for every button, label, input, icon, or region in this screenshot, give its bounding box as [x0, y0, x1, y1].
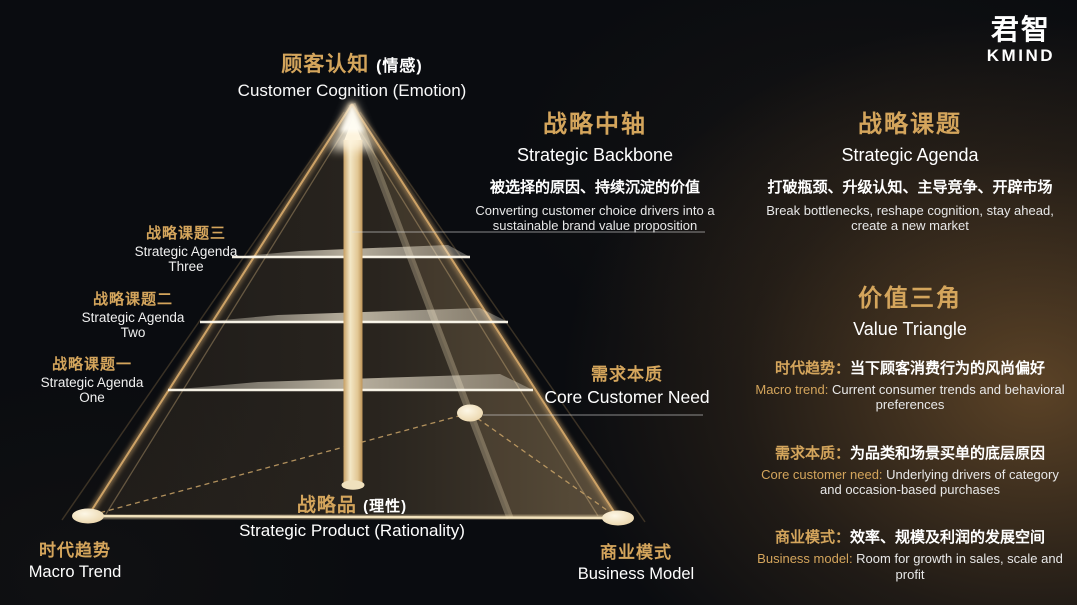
vt-term-en: Business model:: [757, 551, 857, 567]
product-cn: 战略品 (理性): [296, 495, 408, 516]
agenda-title-en: Strategic Agenda: [841, 145, 979, 165]
vt-desc-cn: 为品类和场景买单的底层原因: [850, 444, 1046, 462]
vt-item-macro-trend: 时代趋势：当下顾客消费行为的风尚偏好 Macro trend: Current …: [745, 357, 1075, 413]
core-need-node: [457, 404, 483, 422]
agenda-panel: 战略课题 Strategic Agenda 打破瓶颈、升级认知、主导竞争、开辟市…: [750, 104, 1070, 234]
logo-en: KMIND: [986, 46, 1055, 65]
agenda-three-en: Strategic Agenda Three: [134, 244, 238, 274]
base-dashed-edge-left: [87, 412, 471, 517]
vt-item-business-model: 商业模式：效率、规模及利润的发展空间 Business model: Room …: [745, 526, 1075, 582]
backbone-desc-en: Converting customer choice drivers into …: [475, 203, 715, 234]
value-triangle-title-cn: 价值三角: [858, 285, 962, 312]
vt-desc-cn: 当下顾客消费行为的风尚偏好: [850, 360, 1046, 377]
product-cn-sub: (理性): [363, 498, 408, 515]
backbone-column: [341, 118, 365, 490]
vt-desc-cn: 效率、规模及利润的发展空间: [850, 529, 1046, 547]
macro-trend-cn: 时代趋势: [39, 541, 111, 560]
pyramid-edge-left: [87, 103, 353, 517]
vt-term-cn: 商业模式：: [774, 529, 850, 547]
product-en: Strategic Product (Rationality): [239, 521, 465, 540]
apex-label-cn: 顾客认知 (情感): [281, 53, 423, 76]
business-model-label: 商业模式 Business Model: [546, 538, 726, 584]
base-front-edge: [87, 514, 619, 520]
apex-label: 顾客认知 (情感) Customer Cognition (Emotion): [142, 48, 562, 101]
apex-glow: [330, 98, 374, 150]
agenda-title-cn: 战略课题: [858, 111, 962, 138]
backbone-panel: 战略中轴 Strategic Backbone 被选择的原因、持续沉淀的价值 C…: [435, 104, 755, 234]
vt-term-en: Core customer need:: [761, 466, 887, 482]
product-label: 战略品 (理性) Strategic Product (Rationality): [192, 490, 512, 541]
vt-term-cn: 需求本质：: [774, 444, 850, 462]
apex-label-cn-sub: (情感): [376, 58, 423, 75]
core-need-cn: 需求本质: [591, 365, 663, 384]
macro-trend-en: Macro Trend: [28, 563, 122, 581]
pyramid-ghost-edge-right: [359, 111, 646, 523]
value-triangle-title-en: Value Triangle: [853, 319, 967, 339]
agenda-desc-en: Break bottlenecks, reshape cognition, st…: [766, 203, 1054, 234]
value-triangle-panel: 价值三角 Value Triangle 时代趋势：当下顾客消费行为的风尚偏好 M…: [745, 278, 1075, 582]
backbone-title-cn: 战略中轴: [543, 111, 647, 138]
base-node-macro-trend: [72, 508, 104, 524]
agenda-two-en: Strategic Agenda Two: [81, 310, 185, 340]
agenda-label-three: 战略课题三 Strategic Agenda Three: [96, 222, 276, 275]
macro-trend-label: 时代趋势 Macro Trend: [0, 536, 155, 582]
value-triangle-items: 时代趋势：当下顾客消费行为的风尚偏好 Macro trend: Current …: [745, 357, 1075, 582]
agenda-two-cn: 战略课题二: [92, 291, 173, 308]
backbone-title-en: Strategic Backbone: [516, 145, 674, 165]
backbone-base-cap: [341, 480, 365, 490]
vt-desc-en: Underlying drivers of category and occas…: [820, 466, 1059, 497]
agenda-one-en: Strategic Agenda One: [40, 375, 144, 405]
logo-cn: 君智: [990, 14, 1051, 45]
business-model-cn: 商业模式: [600, 543, 672, 562]
vt-term-en: Macro trend:: [755, 382, 832, 397]
base-dashed-edge-right: [469, 412, 619, 519]
vt-term-cn: 时代趋势：: [774, 360, 850, 377]
agenda-one-cn: 战略课题一: [51, 356, 132, 373]
agenda-label-one: 战略课题一 Strategic Agenda One: [2, 353, 182, 406]
agenda-three-cn: 战略课题三: [145, 225, 226, 242]
apex-label-en: Customer Cognition (Emotion): [237, 81, 467, 100]
business-model-en: Business Model: [577, 565, 695, 583]
vt-desc-en: Current consumer trends and behavioral p…: [831, 382, 1065, 413]
backbone-desc-cn: 被选择的原因、持续沉淀的价值: [489, 179, 700, 196]
base-node-business-model: [602, 510, 634, 526]
vt-item-core-need: 需求本质：为品类和场景买单的底层原因 Core customer need: U…: [745, 442, 1075, 498]
pyramid-ghost-edge-left: [61, 111, 345, 521]
agenda-label-two: 战略课题二 Strategic Agenda Two: [43, 288, 223, 341]
agenda-desc-cn: 打破瓶颈、升级认知、主导竞争、开辟市场: [767, 179, 1053, 196]
pyramid-inner-edge-left: [105, 117, 353, 515]
core-need-en: Core Customer Need: [544, 387, 710, 407]
kmind-logo: 君智 KMIND: [986, 14, 1055, 65]
core-need-label: 需求本质 Core Customer Need: [507, 360, 747, 408]
vt-desc-en: Room for growth in sales, scale and prof…: [856, 551, 1063, 582]
